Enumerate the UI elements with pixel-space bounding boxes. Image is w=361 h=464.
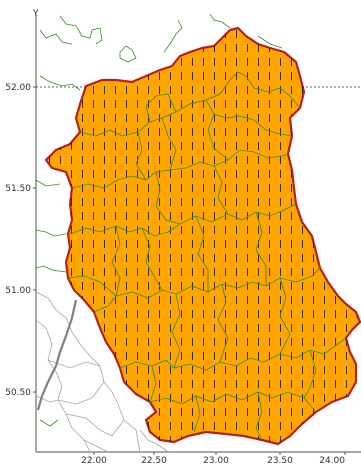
x-tick-label: 23.50 [267, 456, 293, 464]
y-axis-label: Y [32, 9, 39, 19]
region-hatch-overlay [46, 28, 360, 444]
river-line [36, 299, 78, 411]
y-tick-label: 51.00 [5, 286, 31, 296]
y-tick-label: 52.00 [5, 83, 31, 93]
x-tick-label: 22.50 [141, 456, 167, 464]
y-ticks: 52.00 51.50 51.00 50.50 [5, 83, 36, 398]
y-tick-label: 50.50 [5, 388, 31, 398]
neighbor-boundaries-gray [36, 291, 169, 452]
neighbor-boundaries-green [36, 14, 283, 427]
x-ticks: 22.00 22.50 23.00 23.50 24.00 [81, 452, 346, 464]
x-tick-label: 24.00 [319, 456, 345, 464]
x-tick-label: 23.00 [203, 456, 229, 464]
internal-boundaries [67, 71, 347, 441]
x-tick-label: 22.00 [81, 456, 107, 464]
y-tick-label: 51.50 [5, 184, 31, 194]
